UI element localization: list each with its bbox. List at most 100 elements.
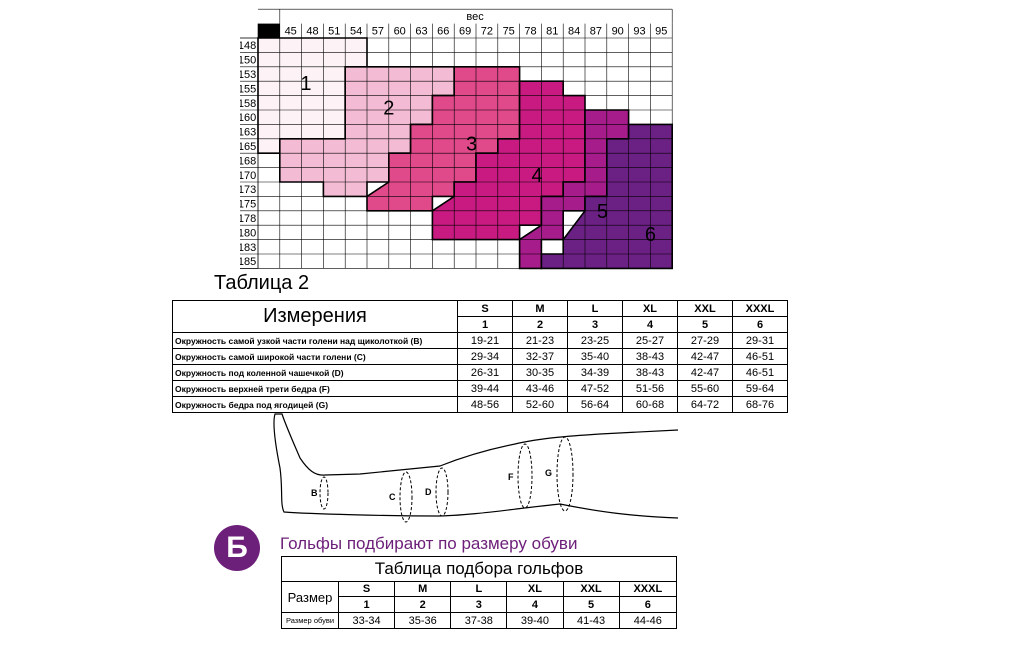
- height-tick-label: 178: [240, 213, 256, 225]
- golf-size-letter: M: [394, 581, 452, 597]
- leg-outline: [273, 413, 679, 519]
- weight-tick-label: 78: [524, 26, 536, 38]
- weight-tick-label: 84: [568, 26, 580, 38]
- table-row: Размер обуви 33-34 35-36 37-38 39-40 41-…: [281, 612, 678, 629]
- golf-size-letter: S: [337, 581, 396, 597]
- size-zone-label: 2: [383, 97, 394, 119]
- row-value: 34-39: [567, 364, 623, 381]
- size-zone-label: 4: [531, 165, 542, 187]
- section-b-badge: Б: [214, 525, 260, 571]
- row-value: 29-34: [457, 348, 513, 365]
- size-number-cell: 4: [622, 316, 678, 333]
- shoe-size-label: Размер обуви: [281, 612, 339, 629]
- golf-size-letter: L: [450, 581, 508, 597]
- size-letter-cell: M: [512, 300, 568, 317]
- height-tick-label: 180: [240, 227, 256, 239]
- height-tick-label: 170: [240, 170, 256, 182]
- row-value: 19-21: [457, 332, 513, 349]
- height-tick-label: 185: [240, 256, 256, 268]
- shoe-size-value: 39-40: [506, 612, 564, 629]
- row-value: 25-27: [622, 332, 678, 349]
- golf-subtitle: Гольфы подбирают по размеру обуви: [280, 534, 578, 553]
- golf-size-number: 4: [506, 596, 564, 613]
- row-value: 60-68: [622, 396, 678, 413]
- size-number-cell: 3: [567, 316, 623, 333]
- weight-tick-label: 63: [415, 26, 427, 38]
- size-zone-label: 5: [597, 201, 608, 223]
- weight-tick-label: 51: [328, 26, 340, 38]
- row-value: 47-52: [567, 380, 623, 397]
- golf-size-number: 6: [618, 596, 678, 613]
- table-row: Окружность под коленной чашечкой (D) 26-…: [172, 364, 788, 381]
- row-value: 46-51: [732, 348, 788, 365]
- weight-tick-label: 48: [306, 26, 318, 38]
- row-value: 32-37: [512, 348, 568, 365]
- golf-size-letter: XXXL: [618, 581, 678, 597]
- table2-title: Таблица 2: [214, 272, 310, 294]
- row-value: 30-35: [512, 364, 568, 381]
- height-tick-label: 150: [240, 55, 256, 67]
- row-value: 64-72: [677, 396, 733, 413]
- row-value: 68-76: [732, 396, 788, 413]
- height-tick-label: 158: [240, 98, 256, 110]
- corner-cell: [258, 23, 280, 38]
- table-row: Окружность самой узкой части голени над …: [172, 332, 788, 349]
- row-value: 23-25: [567, 332, 623, 349]
- golf-size-letter: XL: [506, 581, 564, 597]
- height-tick-label: 160: [240, 112, 256, 124]
- measure-d-ellipse: [435, 467, 449, 517]
- table-row: Окружность самой широкой части голени (C…: [172, 348, 788, 365]
- measure-c-ellipse: [399, 471, 413, 523]
- size-letter-cell: XXXL: [732, 300, 788, 317]
- row-value: 42-47: [677, 364, 733, 381]
- size-zone-label: 1: [300, 73, 311, 95]
- row-value: 26-31: [457, 364, 513, 381]
- shoe-size-value: 44-46: [618, 612, 678, 629]
- weight-tick-label: 90: [612, 26, 624, 38]
- row-value: 38-43: [622, 364, 678, 381]
- golf-table-title: Таблица подбора гольфов: [281, 556, 677, 582]
- measure-f-label: F: [508, 472, 514, 482]
- height-tick-label: 165: [240, 141, 256, 153]
- row-value: 21-23: [512, 332, 568, 349]
- weight-tick-label: 45: [285, 26, 297, 38]
- row-value: 52-60: [512, 396, 568, 413]
- size-number-cell: 5: [677, 316, 733, 333]
- weight-tick-label: 87: [590, 26, 602, 38]
- row-value: 39-44: [457, 380, 513, 397]
- leg-diagram: B C D F G: [273, 413, 679, 523]
- height-tick-label: 183: [240, 242, 256, 254]
- size-letter-cell: S: [457, 300, 513, 317]
- measure-b-label: B: [311, 488, 318, 498]
- weight-tick-label: 57: [372, 26, 384, 38]
- row-value: 46-51: [732, 364, 788, 381]
- golf-size-number: 2: [394, 596, 452, 613]
- golf-size-number: 5: [562, 596, 620, 613]
- golf-table: Таблица подбора гольфов Размер S M L XL …: [281, 556, 678, 629]
- weight-tick-label: 66: [437, 26, 449, 38]
- row-label: Окружность самой узкой части голени над …: [172, 332, 458, 349]
- size-letter-cell: L: [567, 300, 623, 317]
- row-value: 43-46: [512, 380, 568, 397]
- height-tick-label: 168: [240, 155, 256, 167]
- row-value: 56-64: [567, 396, 623, 413]
- row-label: Окружность бедра под ягодицей (G): [172, 396, 458, 413]
- weight-tick-label: 60: [394, 26, 406, 38]
- size-number-cell: 2: [512, 316, 568, 333]
- row-value: 59-64: [732, 380, 788, 397]
- measurements-header: Измерения: [172, 300, 458, 333]
- weight-tick-label: 42: [263, 26, 275, 38]
- measure-c-label: C: [389, 492, 396, 502]
- height-tick-label: 148: [240, 40, 256, 52]
- measure-f-ellipse: [517, 443, 533, 509]
- table-row: Окружность верхней трети бедра (F) 39-44…: [172, 380, 788, 397]
- weight-tick-label: 81: [546, 26, 558, 38]
- height-tick-label: 173: [240, 184, 256, 196]
- row-label: Окружность самой широкой части голени (C…: [172, 348, 458, 365]
- row-value: 55-60: [677, 380, 733, 397]
- height-tick-label: 175: [240, 199, 256, 211]
- weight-tick-label: 72: [481, 26, 493, 38]
- size-letter-cell: XXL: [677, 300, 733, 317]
